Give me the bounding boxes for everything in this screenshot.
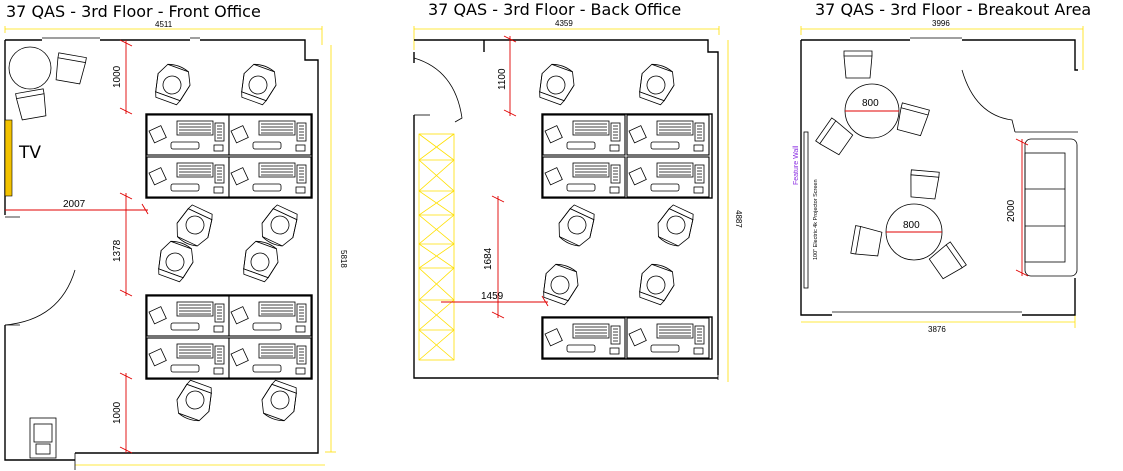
sofa-dimension: 2000 xyxy=(1006,199,1017,222)
back-office-plan: 37 QAS - 3rd Floor - Back Office 4359 48… xyxy=(413,0,743,382)
front-dim-horizontal: 2007 xyxy=(63,199,86,210)
back-height-dimension: 4887 xyxy=(734,210,743,228)
feature-wall-label: Feature Wall xyxy=(793,145,800,185)
back-dim-horizontal: 1459 xyxy=(481,291,504,302)
upper-table-dimension: 800 xyxy=(862,98,879,109)
back-dim-mid: 1684 xyxy=(483,247,494,270)
back-width-dimension: 4359 xyxy=(555,19,573,28)
front-height-dimension: 5818 xyxy=(339,250,348,268)
breakout-title: 37 QAS - 3rd Floor - Breakout Area xyxy=(815,0,1091,19)
projector-screen-label: 100" Electric 4k Projector Screen xyxy=(813,179,819,260)
front-dim-top: 1000 xyxy=(112,65,123,88)
lower-table-dimension: 800 xyxy=(903,220,920,231)
front-office-title: 37 QAS - 3rd Floor - Front Office xyxy=(6,2,261,21)
tv-label: TV xyxy=(18,143,41,163)
back-office-title: 37 QAS - 3rd Floor - Back Office xyxy=(428,0,681,19)
breakout-area-plan: 37 QAS - 3rd Floor - Breakout Area 3996 … xyxy=(793,0,1091,334)
front-office-plan: 37 QAS - 3rd Floor - Front Office 4511 5… xyxy=(4,2,348,470)
front-width-dimension: 4511 xyxy=(155,20,173,29)
back-dim-top: 1100 xyxy=(497,68,508,90)
breakout-width-dimension-bottom: 3876 xyxy=(928,325,946,334)
breakout-width-dimension-top: 3996 xyxy=(932,19,950,28)
front-dim-bottom: 1000 xyxy=(112,401,123,424)
front-dim-mid: 1378 xyxy=(112,239,123,262)
tv-unit xyxy=(4,119,13,197)
